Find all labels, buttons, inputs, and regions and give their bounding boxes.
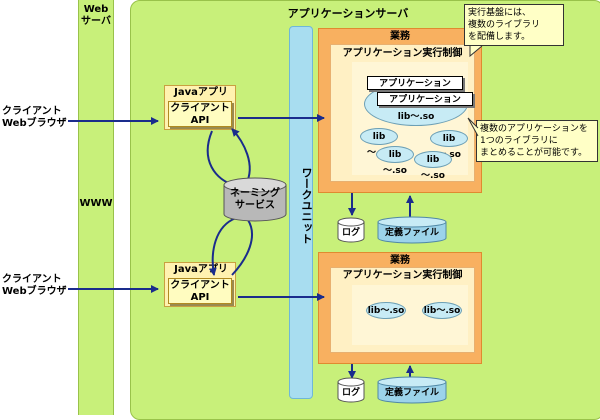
client-api-bottom: クライアント API <box>168 278 232 304</box>
note-side-line3: まとめることが可能です。 <box>480 148 588 158</box>
client-browser-bottom: クライアント Webブラウザ <box>2 274 70 298</box>
client-api-bottom-line1: クライアント <box>170 280 230 291</box>
web-server-column <box>78 0 114 415</box>
library-bottom-2: lib～.so <box>422 302 462 319</box>
definition-file-label-top: 定義ファイル <box>384 228 439 238</box>
definition-file-cylinder-top <box>377 216 447 244</box>
library-top-4: lib～.so <box>414 151 452 181</box>
client-bottom-line2: Webブラウザ <box>2 286 67 297</box>
log-label-top: ログ <box>341 228 360 238</box>
client-api-top-line2: API <box>190 115 210 126</box>
note-side-pointer <box>467 117 479 137</box>
definition-file-cylinder-bottom <box>377 376 447 404</box>
note-top-line2: 複数のライブラリ <box>468 20 541 30</box>
loop-bottom-out <box>208 217 237 276</box>
client-api-top: クライアント API <box>168 101 232 127</box>
log-cylinder-top <box>337 217 365 243</box>
naming-service-line1: ネーミング <box>230 188 280 199</box>
business-top-control-label: アプリケーション実行制御 <box>342 48 463 59</box>
application-card-2: アプリケーション <box>377 92 473 106</box>
note-top-line3: を配備します。 <box>468 32 531 42</box>
java-app-bottom: Javaアプリ クライアント API <box>164 262 236 307</box>
loop-top-out <box>206 130 237 187</box>
business-top-title: 業務 <box>390 31 410 42</box>
client-browser-top: クライアント Webブラウザ <box>2 106 70 130</box>
work-unit-column <box>289 26 313 399</box>
business-bottom-control-label: アプリケーション実行制御 <box>342 270 463 281</box>
loop-top-in <box>231 128 251 185</box>
client-api-top-line1: クライアント <box>170 103 230 114</box>
java-app-top-title: Javaアプリ <box>174 87 228 98</box>
application-card-1: アプリケーション <box>367 76 463 90</box>
naming-service-line2: サービス <box>235 200 275 211</box>
note-top: 実行基盤には、 複数のライブラリ を配備します。 <box>464 4 564 46</box>
client-top-line1: クライアント <box>2 106 62 117</box>
log-label-bottom: ログ <box>341 388 360 398</box>
note-side-line2: 1つのライブラリに <box>480 136 558 146</box>
application-server-title: アプリケーションサーバ <box>287 7 409 20</box>
note-side: 複数のアプリケーションを 1つのライブラリに まとめることが可能です。 <box>476 120 598 162</box>
note-top-pointer <box>469 45 483 58</box>
definition-file-label-bottom: 定義ファイル <box>384 388 439 398</box>
library-bottom-1: lib～.so <box>366 302 406 319</box>
client-top-line2: Webブラウザ <box>2 118 67 129</box>
web-server-label-line1: Web <box>83 4 109 15</box>
note-side-line1: 複数のアプリケーションを <box>480 124 588 134</box>
business-bottom-title: 業務 <box>390 255 410 266</box>
client-api-bottom-line2: API <box>190 292 210 303</box>
java-app-top: Javaアプリ クライアント API <box>164 85 236 130</box>
web-server-label: Web サーバ <box>78 4 114 28</box>
client-bottom-line1: クライアント <box>2 274 62 285</box>
library-top-3: lib～.so <box>376 146 414 176</box>
work-unit-label: ワークユニット <box>300 166 313 244</box>
naming-service-label: ネーミング サービス <box>224 188 286 212</box>
web-server-label-line2: サーバ <box>81 16 111 27</box>
loop-bottom-in <box>231 219 253 276</box>
log-cylinder-bottom <box>337 377 365 403</box>
main-library-label: lib～.so <box>397 112 435 122</box>
java-app-bottom-title: Javaアプリ <box>174 264 228 275</box>
naming-service-cylinder <box>223 177 287 222</box>
note-top-line1: 実行基盤には、 <box>468 8 532 18</box>
www-label: WWW <box>79 198 113 209</box>
